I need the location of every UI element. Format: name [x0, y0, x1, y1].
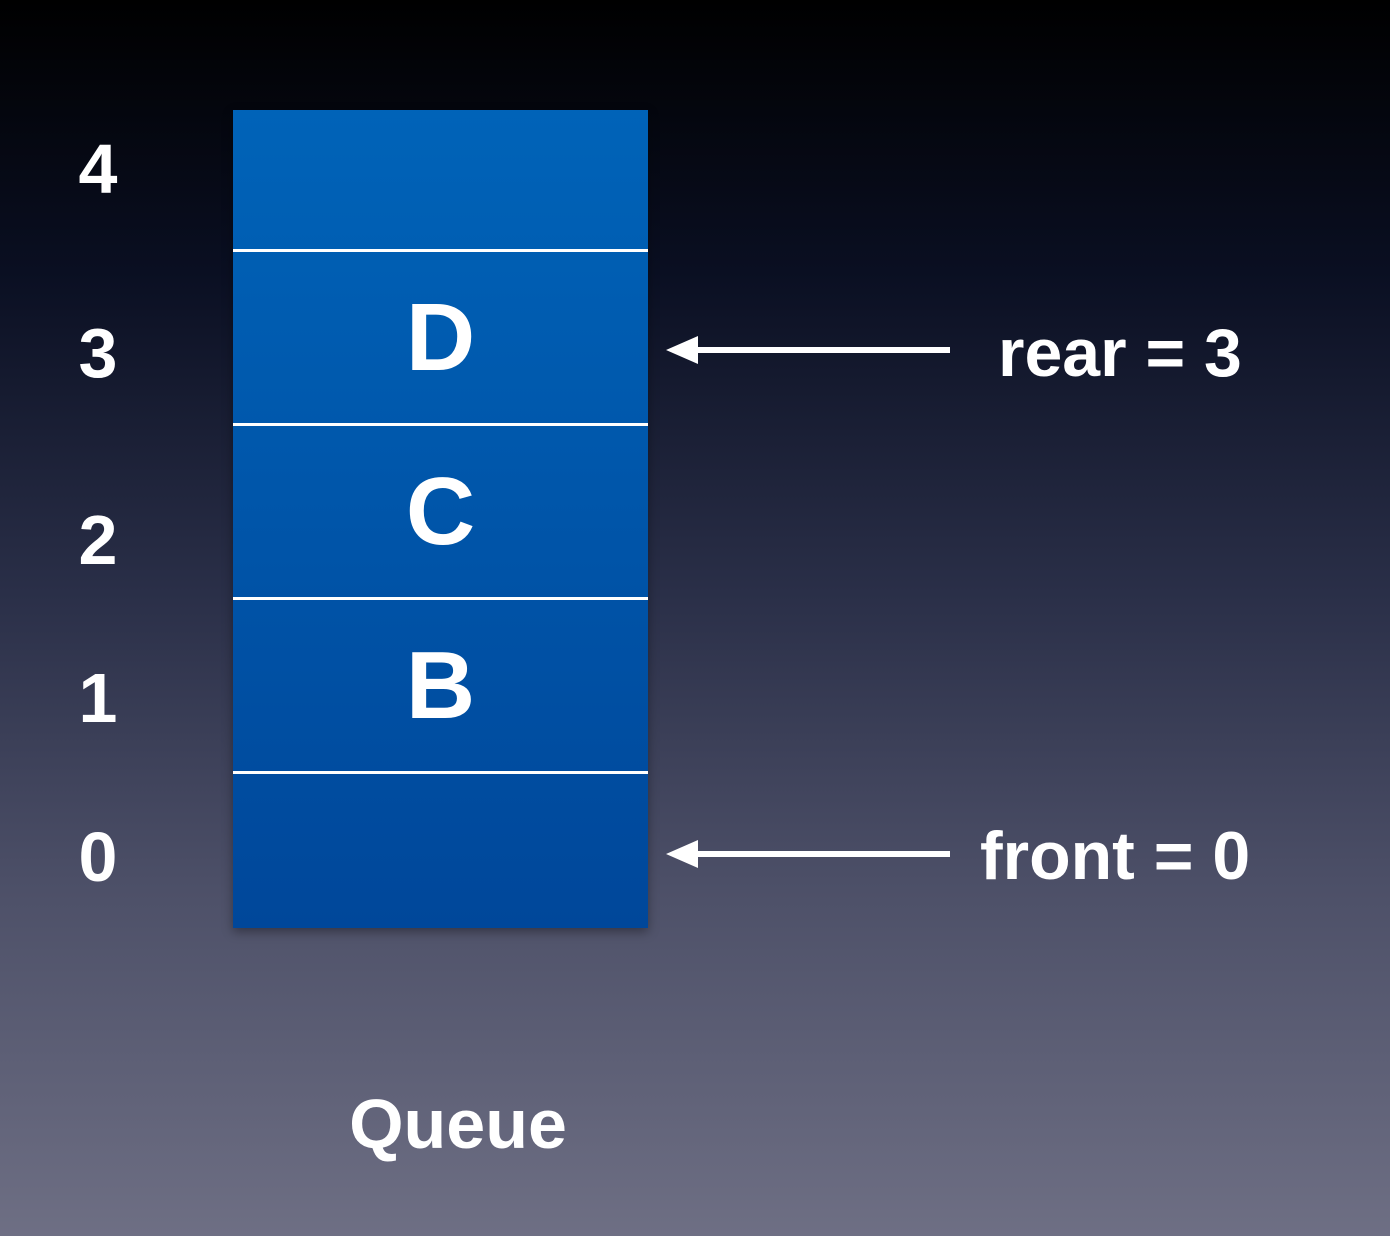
cell-divider [233, 771, 648, 774]
queue-cell-2: C [405, 458, 476, 565]
front-pointer-label: front = 0 [980, 818, 1251, 894]
queue-caption: Queue [349, 1085, 567, 1163]
index-label-0: 0 [78, 818, 118, 896]
queue-cell-0 [233, 774, 648, 928]
cell-divider [233, 597, 648, 600]
queue-cell-1: B [405, 632, 476, 739]
queue-array: D C B [233, 110, 648, 928]
index-label-4: 4 [78, 130, 118, 208]
queue-cell-3: D [405, 284, 476, 391]
queue-cell-4 [233, 110, 648, 249]
rear-pointer-label: rear = 3 [998, 315, 1242, 391]
index-label-1: 1 [78, 659, 118, 737]
front-pointer-left-arrow-icon [666, 840, 950, 868]
index-label-3: 3 [78, 314, 118, 392]
cell-divider [233, 423, 648, 426]
rear-pointer-left-arrow-icon [666, 336, 950, 364]
cell-divider [233, 249, 648, 252]
index-label-2: 2 [78, 501, 118, 579]
